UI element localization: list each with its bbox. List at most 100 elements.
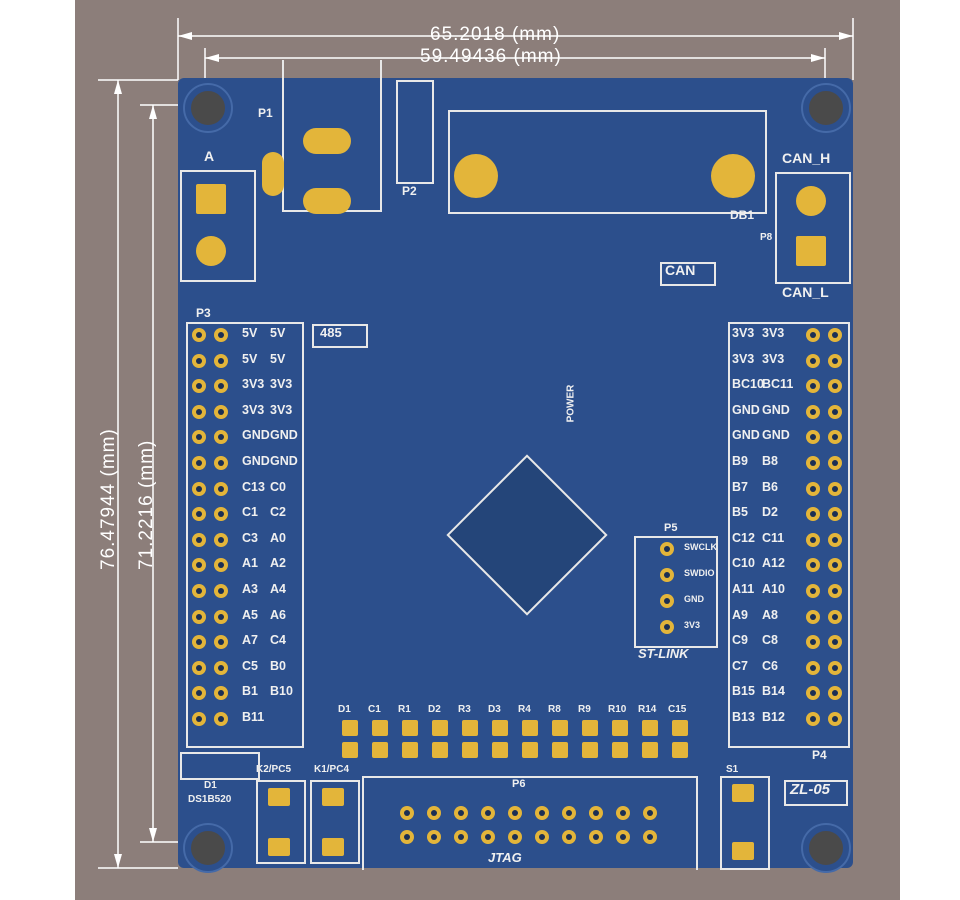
p1-pad-top <box>303 128 351 154</box>
jtag-pin <box>589 830 603 844</box>
bottom-ref-label: S1 <box>726 764 739 775</box>
left-header-label: A4 <box>270 582 286 596</box>
can-pad-l <box>796 236 826 266</box>
left-header-pin <box>192 609 206 624</box>
right-header-pin <box>806 686 820 701</box>
left-header-label: C4 <box>270 633 286 648</box>
right-header-label: A10 <box>762 582 785 596</box>
left-header-label: A5 <box>242 607 258 622</box>
jtag-pin <box>535 806 549 820</box>
p4-label: P4 <box>812 748 827 762</box>
left-header-pin <box>214 609 228 624</box>
p1-pad-left <box>262 152 284 196</box>
right-header-pin <box>806 712 820 726</box>
bottom-ref-label: D3 <box>488 704 501 715</box>
mounting-hole-top-right <box>803 85 849 131</box>
k1-pad-top <box>322 788 344 806</box>
right-header-label: B13 <box>732 710 755 724</box>
rs485-outline <box>312 324 368 348</box>
db1-label: DB1 <box>730 208 755 222</box>
jtag-pin <box>562 830 576 844</box>
right-header-label: 3V3 <box>762 326 785 340</box>
left-header-pin <box>192 660 206 675</box>
right-header-pin <box>806 379 820 394</box>
stlink-pin <box>660 542 674 556</box>
bottom-ref-label: C15 <box>668 704 687 715</box>
k2-pad-top <box>268 788 290 806</box>
right-header-pin <box>806 635 820 650</box>
stlink-pin-label: GND <box>684 594 704 604</box>
stlink-outline <box>634 536 718 648</box>
jtag-pin <box>589 806 603 820</box>
jtag-pin <box>616 830 630 844</box>
k2-button-outline <box>256 780 306 864</box>
inner-height-label: 71.2216 (mm) <box>136 439 157 570</box>
jtag-pin <box>481 830 495 844</box>
jtag-pin <box>616 806 630 820</box>
left-header-pin <box>192 507 206 522</box>
jtag-pin <box>481 806 495 820</box>
right-header-pin <box>828 558 842 573</box>
bottom-ref-pad <box>552 720 568 736</box>
right-header-label: B6 <box>762 479 778 494</box>
st-link-label: ST-LINK <box>638 646 689 661</box>
left-header-pin <box>214 712 228 726</box>
right-header-label: GND <box>732 402 760 417</box>
right-header-label: A12 <box>762 556 785 571</box>
can-pad-h <box>796 186 826 216</box>
board-id-outline <box>784 780 848 806</box>
left-header-label: GND <box>242 428 270 443</box>
jtag-pin <box>454 830 468 844</box>
right-header-label: C9 <box>732 633 748 648</box>
right-header-label: BC10 <box>732 377 764 392</box>
left-header-pin <box>214 481 228 496</box>
stlink-pin-label: 3V3 <box>684 620 701 630</box>
left-header-pin <box>192 404 206 419</box>
right-header-label: C10 <box>732 556 755 571</box>
right-header-pin <box>828 712 842 726</box>
right-header-pin <box>828 404 842 419</box>
left-header-label: A1 <box>242 556 258 571</box>
bottom-ref-pad <box>372 742 388 758</box>
right-header-label: A11 <box>732 582 755 596</box>
jtag-label: JTAG <box>488 850 522 865</box>
a-label: A <box>204 148 215 164</box>
mounting-hole-bottom-left <box>185 825 231 871</box>
left-header-pin <box>214 558 228 573</box>
right-header-label: 3V3 <box>762 351 785 366</box>
right-header-pin <box>806 532 820 547</box>
jtag-pin <box>643 806 657 820</box>
left-header-pin <box>214 686 228 701</box>
p4-header-outline <box>728 322 850 748</box>
jtag-pin <box>454 806 468 820</box>
bottom-ref-pad <box>582 742 598 758</box>
left-header-pin <box>214 660 228 675</box>
right-header-pin <box>806 481 820 496</box>
ab-pad-b <box>196 236 226 266</box>
p1-label: P1 <box>258 106 273 120</box>
db1-mount-left <box>454 154 498 198</box>
right-header-label: GND <box>762 428 790 443</box>
left-header-label: C5 <box>242 658 258 673</box>
left-header-pin <box>192 532 206 547</box>
left-header-label: C2 <box>270 505 286 520</box>
left-header-pin <box>192 430 206 445</box>
jtag-pin <box>508 830 522 844</box>
bottom-ref-pad <box>432 720 448 736</box>
left-header-label: C3 <box>242 530 258 545</box>
bottom-ref-pad <box>612 742 628 758</box>
left-header-pin <box>214 635 228 650</box>
p1-pad-bottom <box>303 188 351 214</box>
left-header-pin <box>192 635 206 650</box>
bottom-ref-label: DS1B520 <box>188 794 232 805</box>
right-header-label: GND <box>732 428 760 443</box>
bottom-ref-pad <box>522 742 538 758</box>
right-header-label: C7 <box>732 658 748 673</box>
right-header-label: B7 <box>732 479 748 494</box>
left-header-label: A0 <box>270 530 286 545</box>
s1-pad-top <box>732 784 754 802</box>
total-height-label: 76.47944 (mm) <box>98 428 119 570</box>
can-chip-outline <box>660 262 716 286</box>
left-header-pin <box>214 456 228 470</box>
left-header-pin <box>192 584 206 598</box>
